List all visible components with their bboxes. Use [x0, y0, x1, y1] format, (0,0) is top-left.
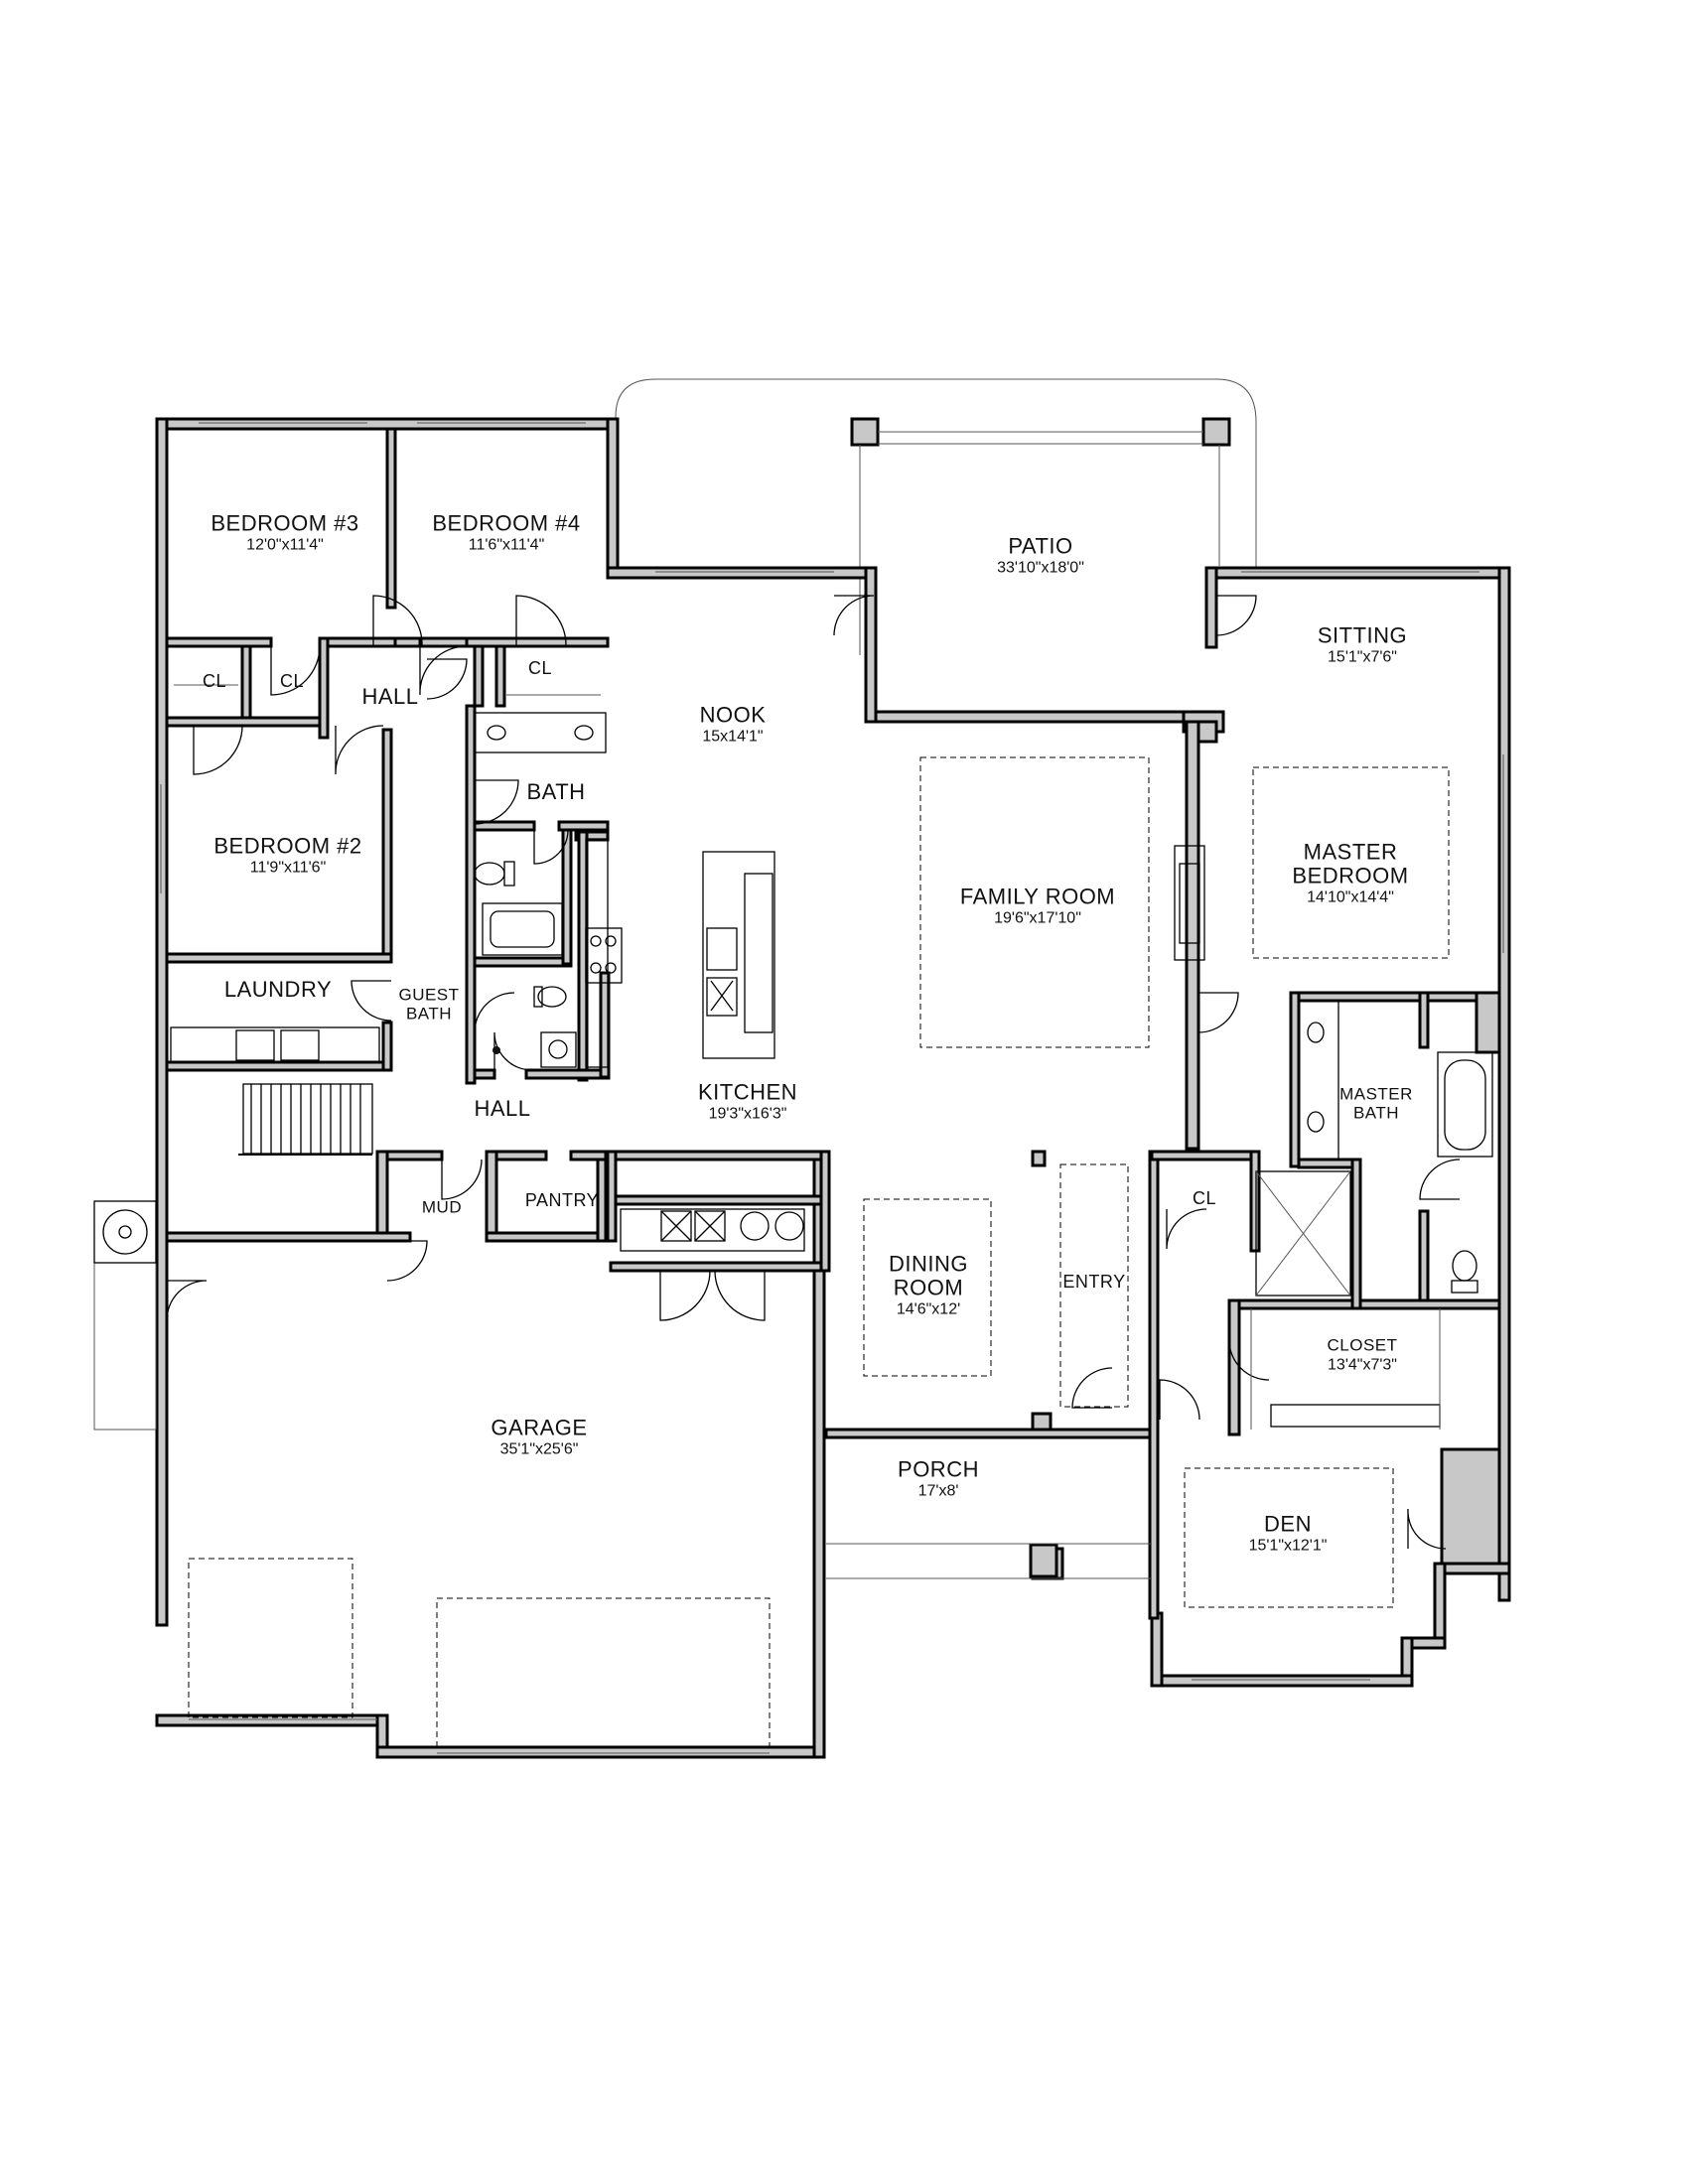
- room-name: GUEST: [398, 985, 460, 1005]
- room-closet-b: CL: [279, 671, 305, 692]
- room-name: BEDROOM: [1292, 863, 1409, 888]
- room-bedroom-4: BEDROOM #4 11'6"x11'4": [432, 510, 581, 555]
- room-name: CL: [527, 658, 553, 679]
- room-dimensions: 19'6"x17'10": [994, 909, 1081, 927]
- room-guest-bath: GUEST BATH: [398, 986, 459, 1023]
- room-dining-room: DINING ROOM 14'6"x12': [889, 1251, 968, 1319]
- room-name: BEDROOM #2: [213, 833, 362, 859]
- windows: [160, 422, 1504, 1681]
- room-dimensions: 15'1"x12'1": [1248, 1537, 1328, 1555]
- room-name: MASTER: [1303, 839, 1398, 865]
- room-closet-d: CL: [1192, 1188, 1217, 1209]
- room-mud: MUD: [421, 1197, 463, 1218]
- ceiling-outlines: [188, 756, 1450, 1748]
- room-name: PORCH: [898, 1456, 979, 1482]
- room-dimensions: 14'6"x12': [896, 1300, 961, 1318]
- room-name: DINING: [889, 1251, 968, 1277]
- room-family-room: FAMILY ROOM 19'6"x17'10": [959, 884, 1116, 928]
- room-garage: GARAGE 35'1"x25'6": [491, 1415, 588, 1459]
- room-name: BATH: [526, 778, 586, 804]
- room-name: KITCHEN: [697, 1079, 798, 1105]
- room-name: PANTRY: [524, 1190, 600, 1211]
- room-name: ROOM: [893, 1275, 964, 1300]
- room-name: ENTRY: [1062, 1272, 1126, 1293]
- room-dimensions: 14'10"x14'4": [1307, 888, 1394, 906]
- room-patio: PATIO 33'10"x18'0": [997, 533, 1084, 578]
- room-name: DEN: [1264, 1511, 1312, 1537]
- room-laundry: LAUNDRY: [223, 976, 333, 1002]
- room-kitchen: KITCHEN 19'3"x16'3": [697, 1079, 798, 1124]
- room-name: SITTING: [1317, 622, 1408, 648]
- room-name: CLOSET: [1327, 1335, 1398, 1355]
- room-name: CL: [1192, 1188, 1217, 1209]
- room-dimensions: 33'10"x18'0": [997, 559, 1084, 577]
- patio-canopy: [615, 378, 1257, 655]
- room-name: HALL: [474, 1095, 531, 1121]
- room-dimensions: 19'3"x16'3": [708, 1105, 787, 1123]
- room-entry: ENTRY: [1062, 1272, 1126, 1293]
- room-name: BATH: [405, 1004, 453, 1023]
- stairs: [238, 1083, 373, 1156]
- fixtures: [93, 684, 1493, 1754]
- room-dimensions: 15x14'1": [702, 728, 764, 746]
- room-name: BEDROOM #4: [432, 510, 581, 536]
- room-hall-upper: HALL: [361, 683, 419, 709]
- room-hall-lower: HALL: [474, 1095, 531, 1121]
- room-bath: BATH: [526, 778, 586, 804]
- room-name: CL: [279, 671, 305, 692]
- room-bedroom-3: BEDROOM #3 12'0"x11'4": [211, 510, 359, 555]
- room-name: FAMILY ROOM: [959, 884, 1116, 909]
- room-name: PATIO: [1008, 533, 1073, 559]
- room-name: GARAGE: [491, 1415, 588, 1440]
- room-name: NOOK: [699, 702, 767, 728]
- room-name: CL: [202, 671, 227, 692]
- room-porch: PORCH 17'x8': [898, 1456, 979, 1501]
- room-closet-a: CL: [202, 671, 227, 692]
- room-pantry: PANTRY: [524, 1190, 600, 1211]
- room-name: BATH: [1352, 1103, 1400, 1122]
- room-nook: NOOK 15x14'1": [699, 702, 767, 747]
- room-sitting: SITTING 15'1"x7'6": [1317, 622, 1408, 667]
- room-closet-c: CL: [527, 658, 553, 679]
- room-dimensions: 12'0"x11'4": [246, 536, 324, 554]
- room-dimensions: 35'1"x25'6": [499, 1440, 579, 1458]
- room-dimensions: 17'x8': [917, 1482, 959, 1500]
- interior-walls: [165, 427, 1501, 1566]
- exterior-walls: [155, 417, 1511, 1759]
- room-closet: CLOSET 13'4"x7'3": [1327, 1336, 1397, 1373]
- room-dimensions: 11'9"x11'6": [249, 859, 327, 877]
- room-dimensions: 13'4"x7'3": [1328, 1356, 1397, 1374]
- room-name: MASTER: [1339, 1084, 1413, 1104]
- room-bedroom-2: BEDROOM #2 11'9"x11'6": [213, 833, 362, 878]
- room-den: DEN 15'1"x12'1": [1248, 1511, 1328, 1556]
- room-dimensions: 15'1"x7'6": [1328, 648, 1397, 666]
- room-master-bath: MASTER BATH: [1339, 1085, 1413, 1122]
- room-master-bedroom: MASTER BEDROOM 14'10"x14'4": [1292, 839, 1409, 907]
- room-name: HALL: [361, 683, 419, 709]
- doors: [166, 595, 1461, 1550]
- room-name: MUD: [421, 1197, 463, 1217]
- room-name: BEDROOM #3: [211, 510, 359, 536]
- room-dimensions: 11'6"x11'4": [468, 536, 545, 554]
- room-name: LAUNDRY: [223, 976, 333, 1002]
